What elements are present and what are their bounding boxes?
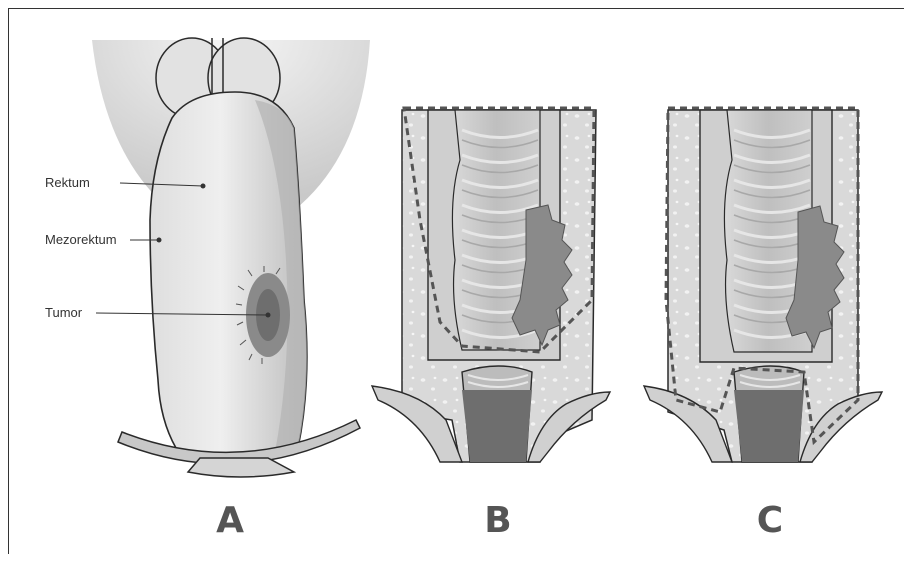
tumor-marker xyxy=(266,313,271,318)
mesorectum-marker xyxy=(157,238,162,243)
panel-label-a: A xyxy=(216,500,244,541)
label-tumor: Tumor xyxy=(45,305,83,320)
label-mesorectum: Mezorektum xyxy=(45,232,117,247)
panel-b-illustration xyxy=(372,108,610,462)
panel-label-b: B xyxy=(484,500,511,541)
rectum-marker xyxy=(201,184,206,189)
panel-a-illustration: Rektum Mezorektum Tumor xyxy=(45,38,370,477)
anal-canal xyxy=(188,458,294,477)
panel-label-c: C xyxy=(757,500,783,541)
label-rectum: Rektum xyxy=(45,175,90,190)
panel-c-illustration xyxy=(644,108,882,462)
